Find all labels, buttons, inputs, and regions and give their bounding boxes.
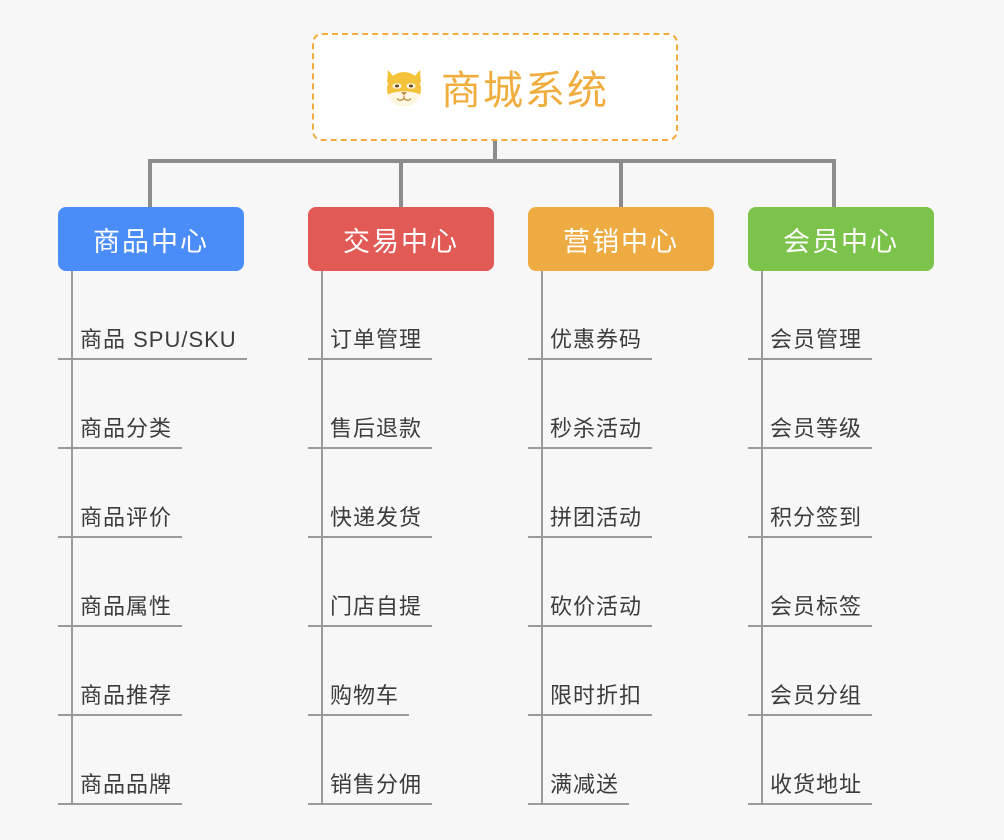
list-item-label: 售后退款 <box>308 416 433 449</box>
column-header-label: 会员中心 <box>783 226 899 257</box>
list-item-label: 商品推荐 <box>58 683 183 716</box>
list-item-label: 商品品牌 <box>58 772 183 805</box>
column-header-label: 商品中心 <box>93 226 209 257</box>
list-item-label: 收货地址 <box>748 772 873 805</box>
list-item-label: 秒杀活动 <box>528 416 653 449</box>
list-item-label: 满减送 <box>528 772 630 805</box>
list-item-label: 门店自提 <box>308 594 433 627</box>
column-header-member-center[interactable]: 会员中心 <box>748 207 934 271</box>
connector-bus <box>148 159 836 163</box>
connector-drop-4 <box>832 159 836 207</box>
list-item[interactable]: 积分签到 <box>748 449 934 538</box>
list-item-label: 商品评价 <box>58 505 183 538</box>
column-header-label: 营销中心 <box>563 226 679 257</box>
list-item[interactable]: 商品推荐 <box>58 627 244 716</box>
list-item-label: 购物车 <box>308 683 410 716</box>
column-header-trade-center[interactable]: 交易中心 <box>308 207 494 271</box>
list-item[interactable]: 购物车 <box>308 627 494 716</box>
list-item[interactable]: 销售分佣 <box>308 716 494 805</box>
list-item-label: 商品属性 <box>58 594 183 627</box>
column-items-product-center: 商品 SPU/SKU 商品分类 商品评价 商品属性 商品推荐 商品品牌 <box>58 271 247 805</box>
list-item[interactable]: 商品品牌 <box>58 716 244 805</box>
list-item[interactable]: 售后退款 <box>308 360 494 449</box>
list-item[interactable]: 快递发货 <box>308 449 494 538</box>
column-items-member-center: 会员管理 会员等级 积分签到 会员标签 会员分组 收货地址 <box>748 271 934 805</box>
list-item[interactable]: 拼团活动 <box>528 449 714 538</box>
list-item-label: 拼团活动 <box>528 505 653 538</box>
connector-stem <box>493 141 497 163</box>
column-trade-center: 交易中心 订单管理 售后退款 快递发货 门店自提 购物车 销售分佣 <box>308 207 494 805</box>
list-item[interactable]: 会员管理 <box>748 271 934 360</box>
list-item-label: 会员分组 <box>748 683 873 716</box>
list-item-label: 积分签到 <box>748 505 873 538</box>
column-marketing-center: 营销中心 优惠券码 秒杀活动 拼团活动 砍价活动 限时折扣 满减送 <box>528 207 714 805</box>
list-item[interactable]: 限时折扣 <box>528 627 714 716</box>
list-item-label: 会员等级 <box>748 416 873 449</box>
column-product-center: 商品中心 商品 SPU/SKU 商品分类 商品评价 商品属性 商品推荐 商品品牌 <box>58 207 247 805</box>
list-item-label: 限时折扣 <box>528 683 653 716</box>
list-item-label: 快递发货 <box>308 505 433 538</box>
list-item[interactable]: 秒杀活动 <box>528 360 714 449</box>
list-item-label: 商品 SPU/SKU <box>58 327 247 360</box>
connector-drop-2 <box>399 159 403 207</box>
list-item[interactable]: 商品 SPU/SKU <box>58 271 247 360</box>
list-item[interactable]: 收货地址 <box>748 716 934 805</box>
list-item[interactable]: 商品评价 <box>58 449 244 538</box>
list-item[interactable]: 商品分类 <box>58 360 244 449</box>
list-item[interactable]: 会员标签 <box>748 538 934 627</box>
list-item-label: 销售分佣 <box>308 772 433 805</box>
column-header-product-center[interactable]: 商品中心 <box>58 207 244 271</box>
list-item[interactable]: 优惠券码 <box>528 271 714 360</box>
list-item[interactable]: 砍价活动 <box>528 538 714 627</box>
column-member-center: 会员中心 会员管理 会员等级 积分签到 会员标签 会员分组 收货地址 <box>748 207 934 805</box>
list-item-label: 订单管理 <box>308 327 433 360</box>
list-item-label: 会员标签 <box>748 594 873 627</box>
root-node[interactable]: 商城系统 <box>312 33 678 141</box>
list-item-label: 商品分类 <box>58 416 183 449</box>
list-item-label: 砍价活动 <box>528 594 653 627</box>
list-item[interactable]: 订单管理 <box>308 271 494 360</box>
column-header-marketing-center[interactable]: 营销中心 <box>528 207 714 271</box>
shiba-dog-icon <box>381 64 427 110</box>
list-item[interactable]: 满减送 <box>528 716 714 805</box>
connector-drop-3 <box>619 159 623 207</box>
list-item[interactable]: 门店自提 <box>308 538 494 627</box>
list-item[interactable]: 商品属性 <box>58 538 244 627</box>
connector-drop-1 <box>148 159 152 207</box>
list-item[interactable]: 会员分组 <box>748 627 934 716</box>
list-item[interactable]: 会员等级 <box>748 360 934 449</box>
column-items-marketing-center: 优惠券码 秒杀活动 拼团活动 砍价活动 限时折扣 满减送 <box>528 271 714 805</box>
column-items-trade-center: 订单管理 售后退款 快递发货 门店自提 购物车 销售分佣 <box>308 271 494 805</box>
list-item-label: 会员管理 <box>748 327 873 360</box>
column-header-label: 交易中心 <box>343 226 459 257</box>
root-title: 商城系统 <box>441 69 609 113</box>
list-item-label: 优惠券码 <box>528 327 653 360</box>
